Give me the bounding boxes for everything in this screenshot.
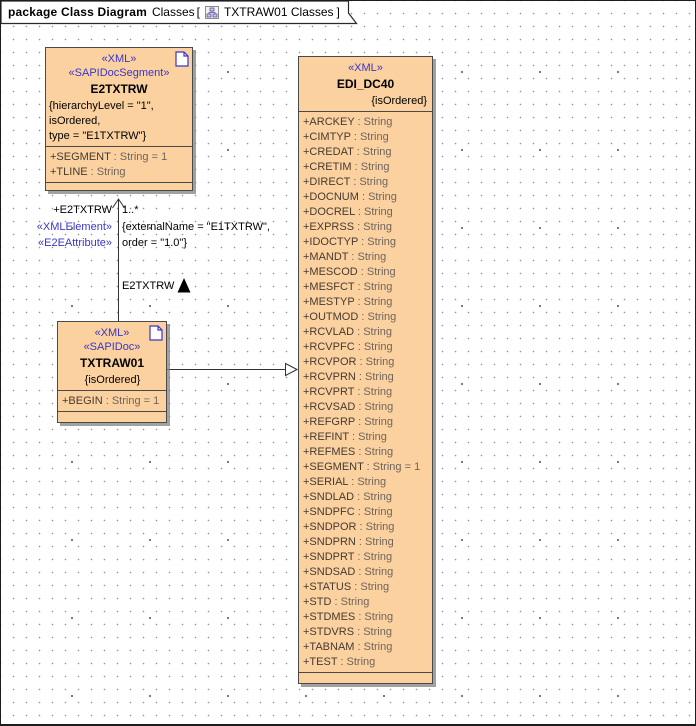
attribute-row: +SNDPOR : String	[303, 521, 395, 533]
attribute-row: +REFINT : String	[303, 431, 387, 443]
attribute-row: +CIMTYP : String	[303, 131, 389, 143]
attribute-row: +RCVPOR : String	[303, 356, 395, 368]
compartment-separator	[58, 390, 166, 391]
constraint-line: isOrdered,	[49, 115, 101, 127]
class-constraints: {isOrdered}	[299, 93, 432, 111]
attribute-row: +STDVRS : String	[303, 626, 392, 638]
stereotype-label: «XML»	[94, 327, 130, 339]
attribute-row: +RCVPFC : String	[303, 341, 393, 353]
compartment-separator	[46, 146, 192, 147]
class-header: «XML» «SAPIDoc» TXTRAW01	[58, 322, 166, 372]
class-box-e2txtrw[interactable]: «XML» «SAPIDocSegment» E2TXTRW {hierarch…	[45, 47, 193, 191]
operations-compartment-empty	[58, 412, 166, 422]
class-box-edi-dc40[interactable]: «XML» EDI_DC40 {isOrdered} +ARCKEY : Str…	[298, 56, 433, 684]
diagram-context-label: Classes	[151, 5, 195, 19]
class-diagram-icon	[204, 5, 219, 19]
attribute-row: +SEGMENT : String = 1	[303, 461, 421, 473]
close-bracket: ]	[336, 5, 340, 19]
class-name: EDI_DC40	[336, 77, 395, 91]
compartment-separator	[299, 111, 432, 112]
document-icon	[149, 325, 163, 341]
attribute-row: +REFMES : String	[303, 446, 394, 458]
attribute-row: +STDMES : String	[303, 611, 394, 623]
attribute-row: +RCVLAD : String	[303, 326, 392, 338]
attribute-row: +DIRECT : String	[303, 176, 389, 188]
association-constraint-line: order = "1.0"}	[122, 237, 187, 249]
diagram-tab-text: package Class Diagram Classes[ TXTRAW01 …	[8, 1, 340, 23]
attribute-row: +MESFCT : String	[303, 281, 393, 293]
direction-triangle-up-icon	[177, 278, 191, 293]
compartment-separator	[299, 672, 432, 673]
attribute-row: +STATUS : String	[303, 581, 390, 593]
attribute-row: +TEST : String	[303, 656, 376, 668]
association-name-label[interactable]: E2TXTRW	[122, 280, 175, 292]
attribute-row: +SEGMENT : String = 1	[50, 151, 168, 163]
constraint-line: {isOrdered}	[84, 374, 141, 386]
attribute-row: +DOCREL : String	[303, 206, 393, 218]
association-role-label[interactable]: +E2TXTRW	[53, 204, 112, 216]
association-stereotype-label: «E2EAttribute»	[38, 237, 112, 249]
class-name: E2TXTRW	[90, 82, 148, 96]
open-triangle-arrowhead-icon	[285, 362, 299, 377]
stereotype-label: «XML»	[348, 62, 383, 74]
stereotype-label: «SAPIDoc»	[83, 341, 141, 353]
attribute-row: +TABNAM : String	[303, 641, 393, 653]
constraint-line: {isOrdered}	[371, 95, 427, 107]
class-header: «XML» «SAPIDocSegment» E2TXTRW	[46, 48, 192, 98]
diagram-tab[interactable]	[1, 1, 361, 25]
attribute-row: +CREDAT : String	[303, 146, 392, 158]
diagram-kind-label: package Class Diagram	[8, 5, 147, 19]
association-stereotype-label: «XMLElement»	[36, 221, 112, 233]
attribute-row: +TLINE : String	[50, 166, 126, 178]
attribute-row: +ARCKEY : String	[303, 116, 393, 128]
attribute-row: +RCVPRN : String	[303, 371, 394, 383]
class-box-txtraw01[interactable]: «XML» «SAPIDoc» TXTRAW01 {isOrdered} +BE…	[57, 321, 167, 423]
attribute-row: +RCVSAD : String	[303, 401, 394, 413]
attributes-compartment: +BEGIN : String = 1	[58, 391, 166, 411]
diagram-name-label: TXTRAW01 Classes	[223, 5, 334, 19]
attribute-row: +CRETIM : String	[303, 161, 390, 173]
constraint-line: {hierarchyLevel = "1",	[49, 100, 154, 112]
attribute-row: +EXPRSS : String	[303, 221, 392, 233]
stereotype-label: «XML»	[101, 53, 137, 65]
attribute-row: +SNDLAD : String	[303, 491, 392, 503]
attribute-row: +STD : String	[303, 596, 370, 608]
attribute-row: +MESTYP : String	[303, 296, 393, 308]
stereotype-label: «SAPIDocSegment»	[68, 67, 170, 79]
attribute-row: +SNDPRN : String	[303, 536, 394, 548]
compartment-separator	[58, 411, 166, 412]
attribute-row: +MESCOD : String	[303, 266, 396, 278]
class-name: TXTRAW01	[79, 356, 144, 370]
attribute-row: +MANDT : String	[303, 251, 387, 263]
class-constraints: {isOrdered}	[58, 372, 166, 390]
compartment-separator	[46, 182, 192, 183]
attribute-row: +OUTMOD : String	[303, 311, 397, 323]
attribute-row: +DOCNUM : String	[303, 191, 397, 203]
attribute-row: +SNDSAD : String	[303, 566, 394, 578]
association-multiplicity-label[interactable]: 1..*	[122, 204, 139, 216]
attribute-row: +SNDPRT : String	[303, 551, 393, 563]
attribute-row: +RCVPRT : String	[303, 386, 393, 398]
operations-compartment-empty	[46, 183, 192, 190]
constraint-line: type = "E1TXTRW"}	[49, 130, 147, 142]
attribute-row: +SERIAL : String	[303, 476, 387, 488]
attribute-row: +BEGIN : String = 1	[62, 395, 160, 407]
association-constraint-line: {externalName = "E1TXTRW",	[122, 221, 270, 233]
class-constraints: {hierarchyLevel = "1", isOrdered, type = "…	[46, 98, 192, 146]
attributes-compartment: +SEGMENT : String = 1 +TLINE : String	[46, 147, 192, 182]
operations-compartment-empty	[299, 673, 432, 683]
attribute-row: +SNDPFC : String	[303, 506, 393, 518]
open-bracket: [	[196, 5, 200, 19]
class-header: «XML» EDI_DC40	[299, 57, 432, 93]
attribute-row: +REFGRP : String	[303, 416, 393, 428]
attributes-compartment: +ARCKEY : String +CIMTYP : String +CREDA…	[299, 112, 432, 672]
document-icon	[175, 51, 189, 67]
attribute-row: +IDOCTYP : String	[303, 236, 397, 248]
